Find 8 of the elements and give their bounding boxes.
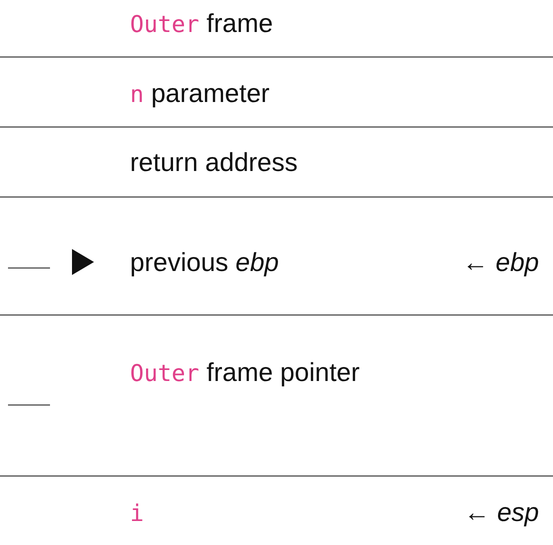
stack-slot-label: Outer frame pointer bbox=[130, 357, 360, 389]
register-pointer-label: ← ebp bbox=[462, 247, 539, 277]
stack-slot-label: previous ebp bbox=[130, 247, 279, 277]
stack-slot-label: n parameter bbox=[130, 78, 270, 110]
stack-slot-label: return address bbox=[130, 147, 298, 177]
stack-slot-label: i bbox=[130, 500, 144, 529]
frame-label: Outer frame bbox=[130, 8, 273, 40]
register-pointer-label: ← esp bbox=[464, 497, 539, 527]
